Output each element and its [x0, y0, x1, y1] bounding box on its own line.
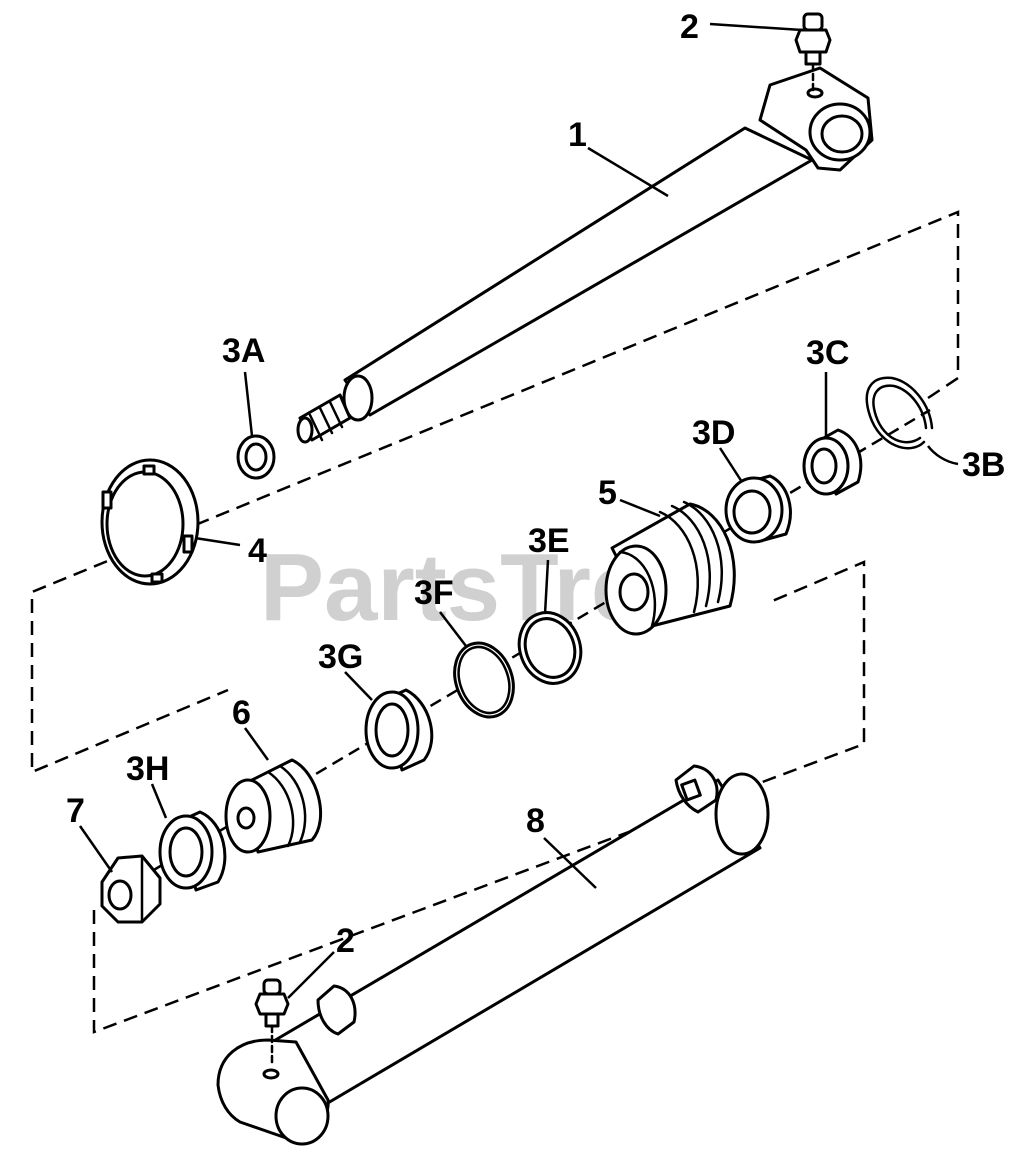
- leader-3H: [150, 783, 168, 819]
- leader-3G: [344, 671, 373, 701]
- snap-ring-part-3B: [865, 376, 934, 450]
- leader-3A: [243, 371, 254, 437]
- callout-3C: 3C: [806, 334, 849, 372]
- callout-6: 6: [232, 694, 251, 732]
- upper-dashed-boundary: [30, 210, 960, 774]
- leader-1: [587, 146, 669, 198]
- callout-3G: 3G: [318, 638, 363, 676]
- o-ring-part-3F: [453, 641, 515, 719]
- gland-part-5: [604, 500, 736, 636]
- leader-3B: [927, 445, 959, 466]
- grease-fitting-part-2-bottom: [254, 978, 290, 1068]
- leader-2-bottom: [287, 951, 335, 999]
- hex-nut-part-7: [100, 854, 162, 924]
- callout-1: 1: [568, 116, 587, 154]
- leader-3D: [718, 447, 744, 483]
- grease-fitting-part-2-top: [794, 12, 832, 94]
- leader-7: [78, 825, 114, 873]
- callout-2-top: 2: [680, 8, 699, 46]
- seal-part-3D: [724, 474, 792, 544]
- leader-4: [194, 536, 241, 547]
- callout-8: 8: [526, 802, 545, 840]
- backup-ring-part-3E: [517, 611, 583, 685]
- leader-6: [243, 727, 270, 761]
- ring-part-3A: [236, 434, 276, 480]
- wiper-part-3C: [802, 428, 863, 496]
- gland-nut-part-4: [100, 458, 200, 586]
- leader-3E: [543, 559, 550, 615]
- callout-3D: 3D: [692, 414, 735, 452]
- leader-2-top: [709, 22, 803, 32]
- callout-3E: 3E: [528, 522, 570, 560]
- piston-seal-part-3G: [364, 688, 434, 772]
- callout-4: 4: [248, 532, 267, 570]
- callout-2-bottom: 2: [336, 922, 355, 960]
- callout-3B: 3B: [962, 446, 1005, 484]
- cylinder-barrel-part-8: [216, 764, 770, 1146]
- leader-5: [619, 498, 661, 518]
- piston-part-6: [224, 758, 323, 854]
- leader-8: [543, 837, 597, 889]
- seal-part-3H: [158, 810, 227, 892]
- piston-rod-part-1: [296, 66, 874, 444]
- callout-7: 7: [66, 792, 85, 830]
- callout-5: 5: [598, 474, 617, 512]
- callout-3A: 3A: [222, 332, 265, 370]
- callout-3F: 3F: [414, 574, 454, 612]
- leader-3F: [439, 611, 467, 647]
- callout-3H: 3H: [126, 750, 169, 788]
